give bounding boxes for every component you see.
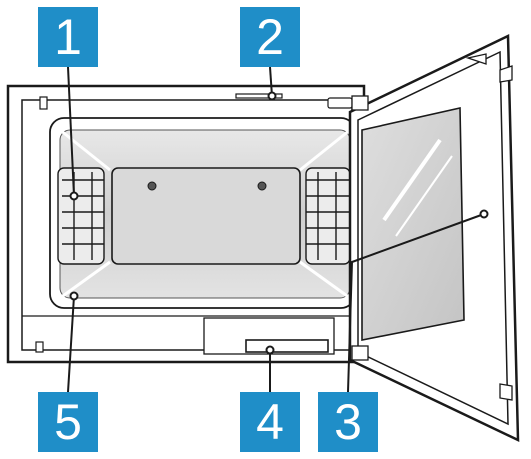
open-door [348, 34, 520, 443]
callout-3: 3 [318, 392, 378, 452]
leader-line-1 [67, 66, 75, 197]
leader-dot-2 [267, 91, 277, 101]
left-rack-grille [57, 167, 105, 265]
callout-2: 2 [240, 7, 300, 67]
leader-dot-4 [265, 345, 275, 355]
callout-4: 4 [240, 392, 300, 452]
leader-dot-1 [69, 191, 79, 201]
leader-line-2 [269, 66, 273, 97]
callout-5: 5 [38, 392, 98, 452]
callout-1: 1 [38, 7, 98, 67]
leader-line-5 [67, 295, 75, 393]
leader-dot-5 [69, 291, 79, 301]
leader-line-3 [347, 213, 485, 393]
right-rack-grille [305, 167, 351, 265]
cooking-cavity [49, 117, 356, 309]
leader-lines [67, 66, 489, 393]
leader-dot-3 [479, 209, 489, 219]
